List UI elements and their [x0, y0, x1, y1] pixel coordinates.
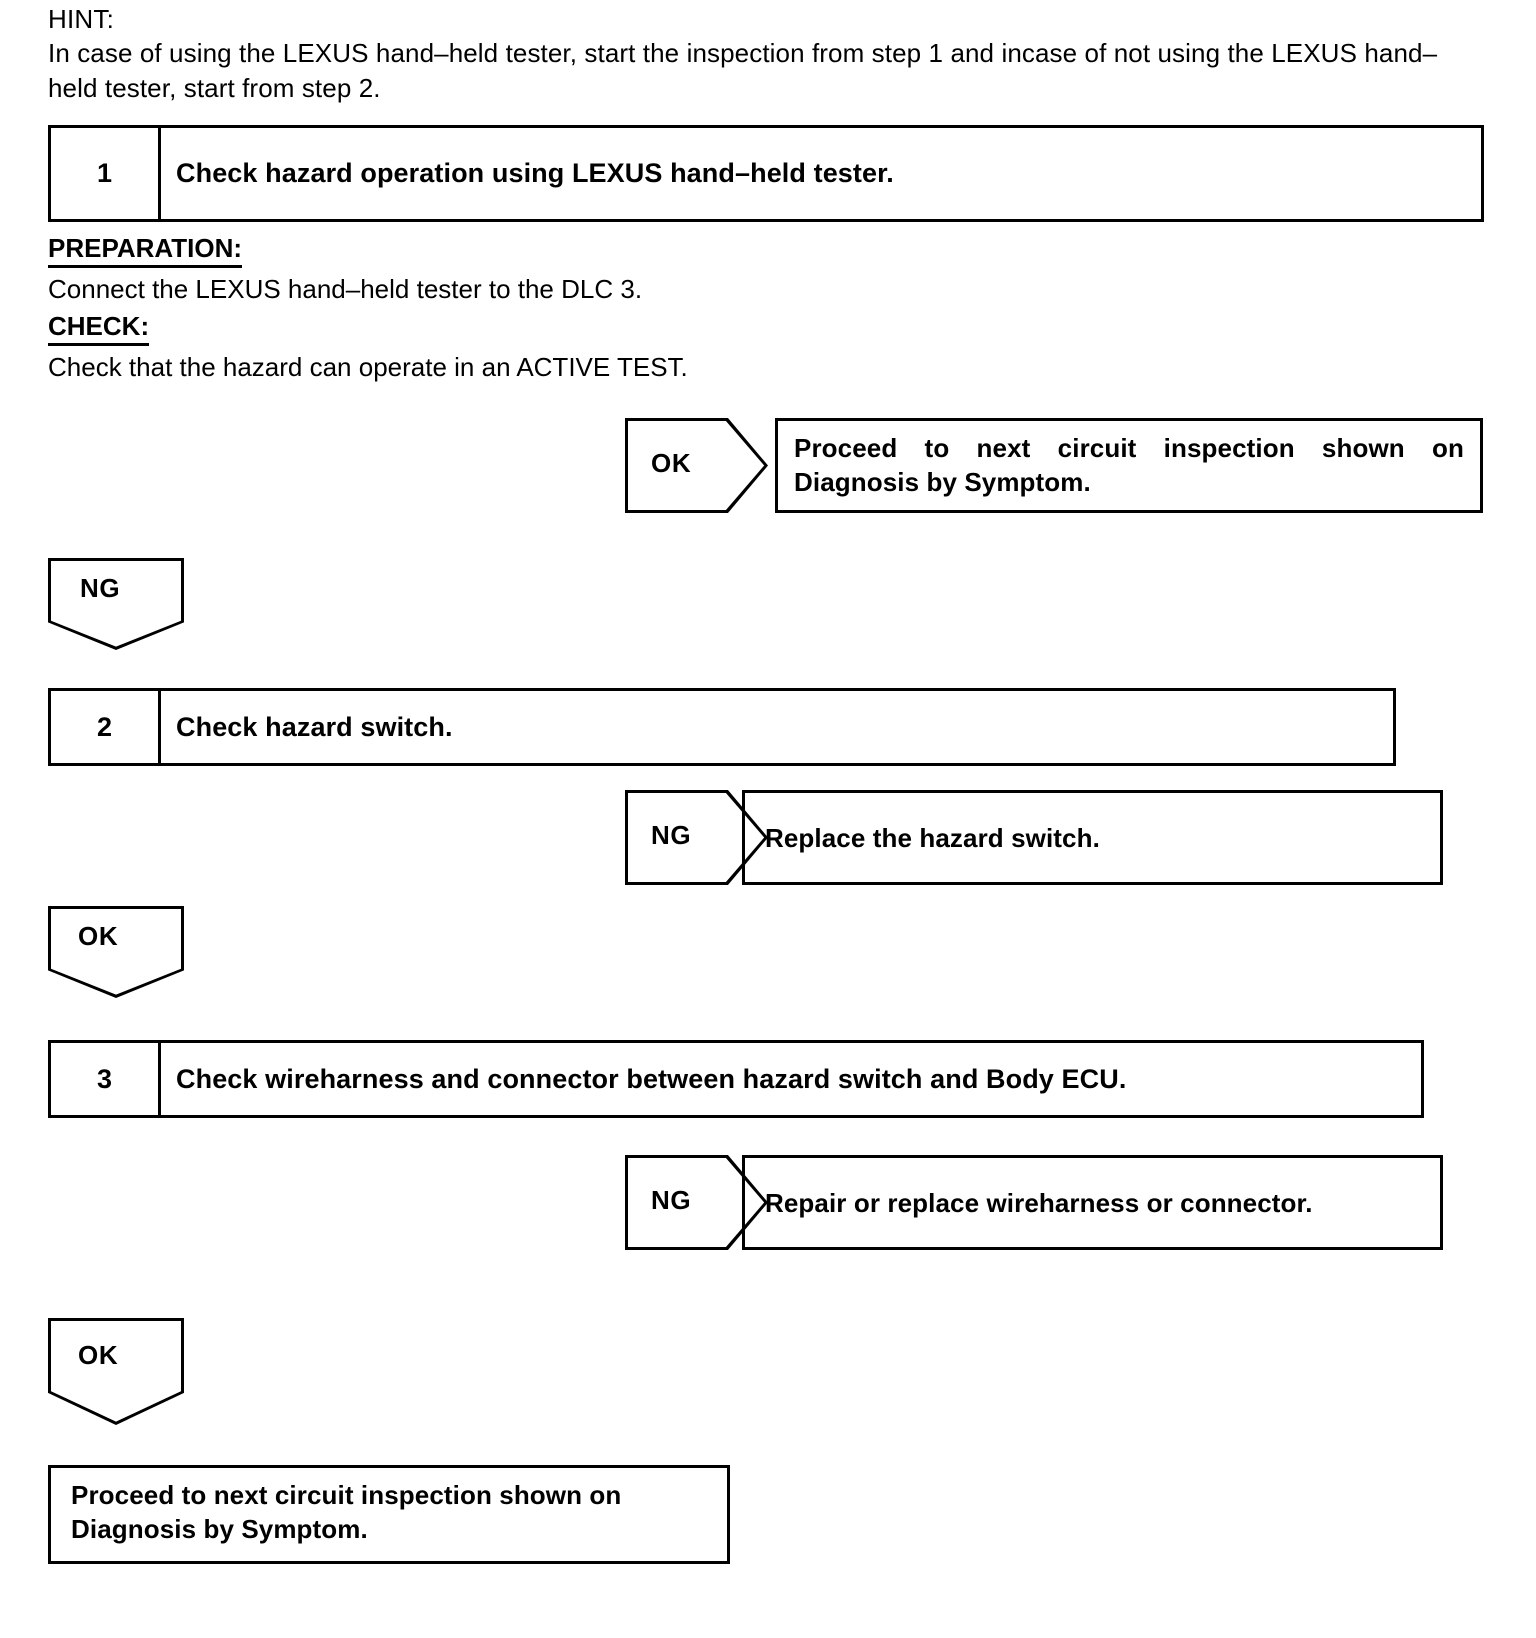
- ng-tag-step2-label: NG: [651, 820, 692, 850]
- ng-result-box-step2[interactable]: Replace the hazard switch.: [742, 790, 1443, 885]
- ok-result-box-step1[interactable]: Proceed to next circuit inspection shown…: [775, 418, 1483, 513]
- step-title-1: Check hazard operation using LEXUS hand–…: [176, 158, 894, 188]
- conclusion-box[interactable]: Proceed to next circuit inspection shown…: [48, 1465, 730, 1564]
- ok-tag-step2: OK: [48, 906, 184, 998]
- conclusion-text: Proceed to next circuit inspection shown…: [71, 1480, 622, 1544]
- ng-tag-step1-label: NG: [80, 573, 121, 603]
- step-title-2: Check hazard switch.: [176, 711, 453, 742]
- ok-result-text-step1: Proceed to next circuit inspection shown…: [794, 433, 1464, 497]
- step-box-3[interactable]: 3 Check wireharness and connector betwee…: [48, 1040, 1424, 1118]
- step-box-1[interactable]: 1 Check hazard operation using LEXUS han…: [48, 125, 1484, 222]
- ok-tag-step3-fill: [51, 1321, 181, 1422]
- check-text: Check that the hazard can operate in an …: [48, 352, 688, 382]
- ok-tag-step1-label: OK: [651, 448, 692, 478]
- ng-result-text-step2: Replace the hazard switch.: [765, 822, 1100, 853]
- ok-tag-step3-label: OK: [78, 1340, 119, 1370]
- step1-details: PREPARATION: Connect the LEXUS hand–held…: [48, 232, 1048, 384]
- step-number-3: 3: [51, 1043, 161, 1115]
- check-label: CHECK:: [48, 310, 150, 346]
- ng-result-box-step3[interactable]: Repair or replace wireharness or connect…: [742, 1155, 1443, 1250]
- ok-tag-step1-fill: [628, 421, 765, 510]
- ok-tag-step2-label: OK: [78, 921, 119, 951]
- preparation-text: Connect the LEXUS hand–held tester to th…: [48, 274, 643, 304]
- ng-result-text-step3: Repair or replace wireharness or connect…: [765, 1187, 1313, 1218]
- check-row: CHECK:: [48, 310, 1048, 346]
- step-number-2: 2: [51, 691, 161, 763]
- ng-tag-step1: NG: [48, 558, 184, 650]
- step-title-3: Check wireharness and connector between …: [176, 1063, 1127, 1094]
- ok-tag-step1: OK: [625, 418, 768, 513]
- hint-label: HINT:: [48, 4, 114, 34]
- step-number-1: 1: [51, 128, 161, 219]
- step-box-2[interactable]: 2 Check hazard switch.: [48, 688, 1396, 766]
- preparation-row: PREPARATION:: [48, 232, 1048, 268]
- ok-tag-step3: OK: [48, 1318, 184, 1425]
- ng-tag-step3-label: NG: [651, 1185, 692, 1215]
- hint-body: In case of using the LEXUS hand–held tes…: [48, 38, 1438, 103]
- preparation-label: PREPARATION:: [48, 232, 243, 268]
- hint-block: HINT: In case of using the LEXUS hand–he…: [48, 2, 1448, 106]
